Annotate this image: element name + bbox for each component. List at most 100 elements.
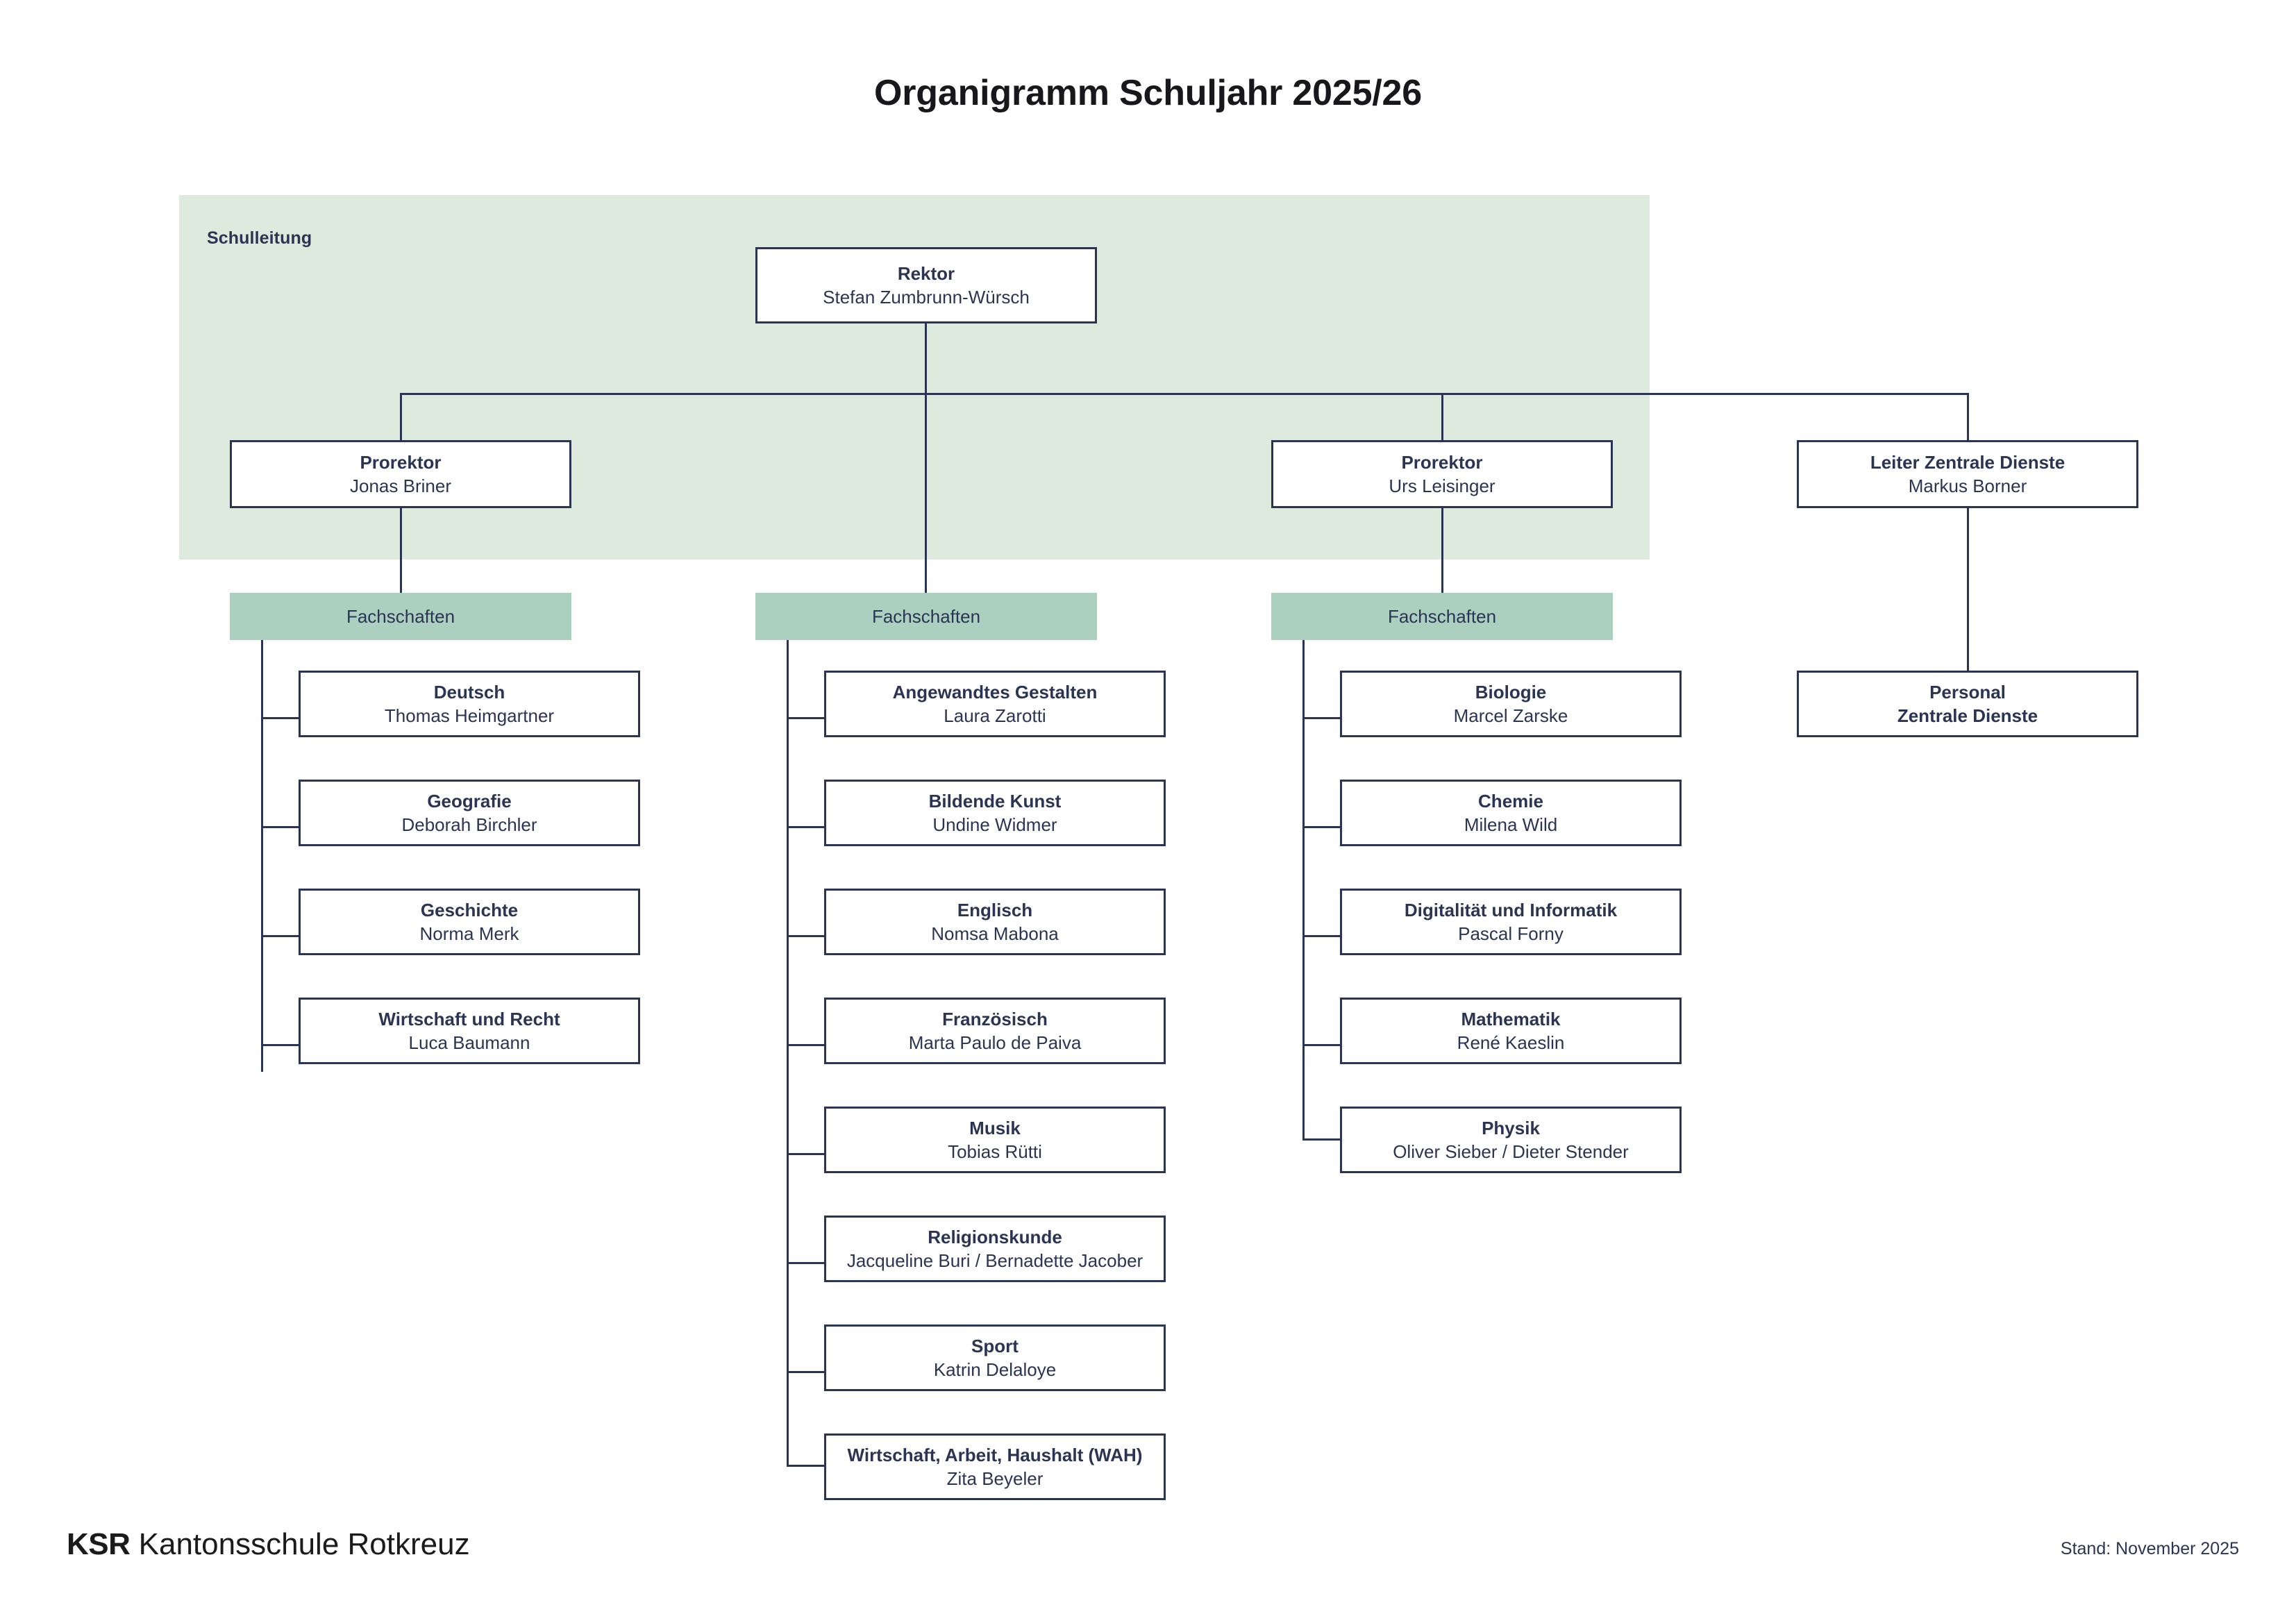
fach-person: Luca Baumann: [408, 1032, 530, 1053]
fach-person: Undine Widmer: [932, 814, 1057, 835]
stub-column-2-item-4: [787, 1044, 826, 1046]
stub-column-1-item-3: [261, 935, 300, 937]
fach-subject: Mathematik: [1461, 1008, 1561, 1029]
node-prorektor-1[interactable]: Prorektor Jonas Briner: [230, 440, 571, 508]
fach-subject: Geografie: [427, 790, 512, 812]
trunk-column-3: [1302, 640, 1305, 1140]
fach-person: Jacqueline Buri / Bernadette Jacober: [846, 1250, 1143, 1271]
fach-node-religionskunde[interactable]: Religionskunde Jacqueline Buri / Bernade…: [824, 1216, 1166, 1282]
stub-column-3-item-3: [1302, 935, 1341, 937]
fach-node-bildende-kunst[interactable]: Bildende Kunst Undine Widmer: [824, 780, 1166, 846]
stub-column-2-item-5: [787, 1153, 826, 1155]
fach-person: Thomas Heimgartner: [384, 705, 555, 726]
connector-rektor-center-to-fachschaften: [925, 393, 927, 593]
fach-subject: Biologie: [1475, 681, 1547, 703]
fach-person: Katrin Delaloye: [933, 1359, 1057, 1380]
stub-column-3-item-1: [1302, 717, 1341, 719]
fach-person: Deborah Birchler: [401, 814, 537, 835]
fach-person: Pascal Forny: [1458, 923, 1564, 944]
fach-node-musik[interactable]: Musik Tobias Rütti: [824, 1107, 1166, 1173]
fach-subject: Physik: [1482, 1117, 1540, 1138]
stub-column-2-item-1: [787, 717, 826, 719]
connector-drop-zentrale-dienste: [1967, 393, 1969, 440]
connector-prorektor-1-to-fachschaften: [400, 508, 402, 593]
stub-column-2-item-3: [787, 935, 826, 937]
rektor-person: Stefan Zumbrunn-Würsch: [823, 287, 1030, 308]
fach-node-physik[interactable]: Physik Oliver Sieber / Dieter Stender: [1340, 1107, 1682, 1173]
footer-brand-abbrev: KSR: [67, 1527, 131, 1561]
connector-drop-prorektor-2: [1441, 393, 1443, 440]
group-header-column-1: Fachschaften: [230, 593, 571, 640]
stub-column-1-item-1: [261, 717, 300, 719]
fach-node-englisch[interactable]: Englisch Nomsa Mabona: [824, 889, 1166, 955]
personal-line-1: Personal: [1929, 681, 2006, 703]
fach-node-chemie[interactable]: Chemie Milena Wild: [1340, 780, 1682, 846]
connector-zentrale-dienste-to-personal: [1967, 508, 1969, 675]
prorektor-2-role: Prorektor: [1401, 451, 1483, 473]
stub-column-3-item-5: [1302, 1138, 1341, 1141]
fach-node-biologie[interactable]: Biologie Marcel Zarske: [1340, 671, 1682, 737]
fach-subject: Englisch: [957, 899, 1033, 920]
fach-person: Norma Merk: [419, 923, 519, 944]
node-leiter-zentrale-dienste[interactable]: Leiter Zentrale Dienste Markus Borner: [1797, 440, 2138, 508]
fach-subject: Wirtschaft und Recht: [378, 1008, 560, 1029]
fach-node-mathematik[interactable]: Mathematik René Kaeslin: [1340, 998, 1682, 1064]
stub-column-1-item-4: [261, 1044, 300, 1046]
fach-person: Milena Wild: [1464, 814, 1558, 835]
fach-subject: Bildende Kunst: [928, 790, 1062, 812]
fach-subject: Geschichte: [420, 899, 519, 920]
fach-person: Tobias Rütti: [948, 1141, 1042, 1162]
fach-subject: Religionskunde: [928, 1226, 1062, 1247]
footer-brand: KSR Kantonsschule Rotkreuz: [67, 1527, 470, 1562]
page-title: Organigramm Schuljahr 2025/26: [874, 73, 1422, 113]
stub-column-2-item-7: [787, 1371, 826, 1373]
fach-subject: Digitalität und Informatik: [1404, 899, 1618, 920]
node-rektor[interactable]: Rektor Stefan Zumbrunn-Würsch: [755, 247, 1097, 323]
node-prorektor-2[interactable]: Prorektor Urs Leisinger: [1271, 440, 1613, 508]
fach-node-angewandtes-gestalten[interactable]: Angewandtes Gestalten Laura Zarotti: [824, 671, 1166, 737]
fach-node-sport[interactable]: Sport Katrin Delaloye: [824, 1325, 1166, 1391]
fach-person: Nomsa Mabona: [931, 923, 1059, 944]
stub-column-3-item-2: [1302, 826, 1341, 828]
footer-brand-name: Kantonsschule Rotkreuz: [138, 1527, 470, 1561]
fach-node-franzoesisch[interactable]: Französisch Marta Paulo de Paiva: [824, 998, 1166, 1064]
connector-leadership-bus: [400, 393, 1969, 395]
fach-node-deutsch[interactable]: Deutsch Thomas Heimgartner: [299, 671, 640, 737]
trunk-column-1: [261, 640, 263, 1072]
fach-subject: Sport: [971, 1335, 1019, 1356]
fach-person: Marcel Zarske: [1453, 705, 1568, 726]
fach-node-geografie[interactable]: Geografie Deborah Birchler: [299, 780, 640, 846]
fach-node-geschichte[interactable]: Geschichte Norma Merk: [299, 889, 640, 955]
trunk-column-2: [787, 640, 789, 1465]
group-header-column-3-label: Fachschaften: [1387, 605, 1497, 627]
stub-column-1-item-2: [261, 826, 300, 828]
fach-node-wah[interactable]: Wirtschaft, Arbeit, Haushalt (WAH) Zita …: [824, 1433, 1166, 1500]
schulleitung-label: Schulleitung: [207, 228, 312, 248]
group-header-column-2: Fachschaften: [755, 593, 1097, 640]
fach-person: Oliver Sieber / Dieter Stender: [1393, 1141, 1629, 1162]
fach-person: Laura Zarotti: [944, 705, 1046, 726]
connector-prorektor-2-to-fachschaften: [1441, 508, 1443, 593]
fach-subject: Chemie: [1478, 790, 1543, 812]
fach-person: Marta Paulo de Paiva: [908, 1032, 1082, 1053]
fach-node-digitalitaet-und-informatik[interactable]: Digitalität und Informatik Pascal Forny: [1340, 889, 1682, 955]
prorektor-1-role: Prorektor: [360, 451, 442, 473]
leiter-zentrale-dienste-person: Markus Borner: [1908, 476, 2027, 496]
fach-subject: Musik: [969, 1117, 1021, 1138]
fach-subject: Französisch: [942, 1008, 1048, 1029]
stub-column-2-item-2: [787, 826, 826, 828]
fach-person: René Kaeslin: [1457, 1032, 1565, 1053]
prorektor-1-person: Jonas Briner: [350, 476, 451, 496]
fach-node-wirtschaft-und-recht[interactable]: Wirtschaft und Recht Luca Baumann: [299, 998, 640, 1064]
node-personal-zentrale-dienste[interactable]: Personal Zentrale Dienste: [1797, 671, 2138, 737]
prorektor-2-person: Urs Leisinger: [1389, 476, 1495, 496]
stub-column-2-item-8: [787, 1465, 826, 1467]
stub-column-3-item-4: [1302, 1044, 1341, 1046]
footer-stand: Stand: November 2025: [2060, 1539, 2239, 1558]
rektor-role: Rektor: [897, 262, 955, 284]
fach-person: Zita Beyeler: [946, 1468, 1044, 1489]
personal-line-2: Zentrale Dienste: [1897, 705, 2038, 726]
fach-subject: Wirtschaft, Arbeit, Haushalt (WAH): [847, 1444, 1143, 1465]
leiter-zentrale-dienste-role: Leiter Zentrale Dienste: [1870, 451, 2065, 473]
